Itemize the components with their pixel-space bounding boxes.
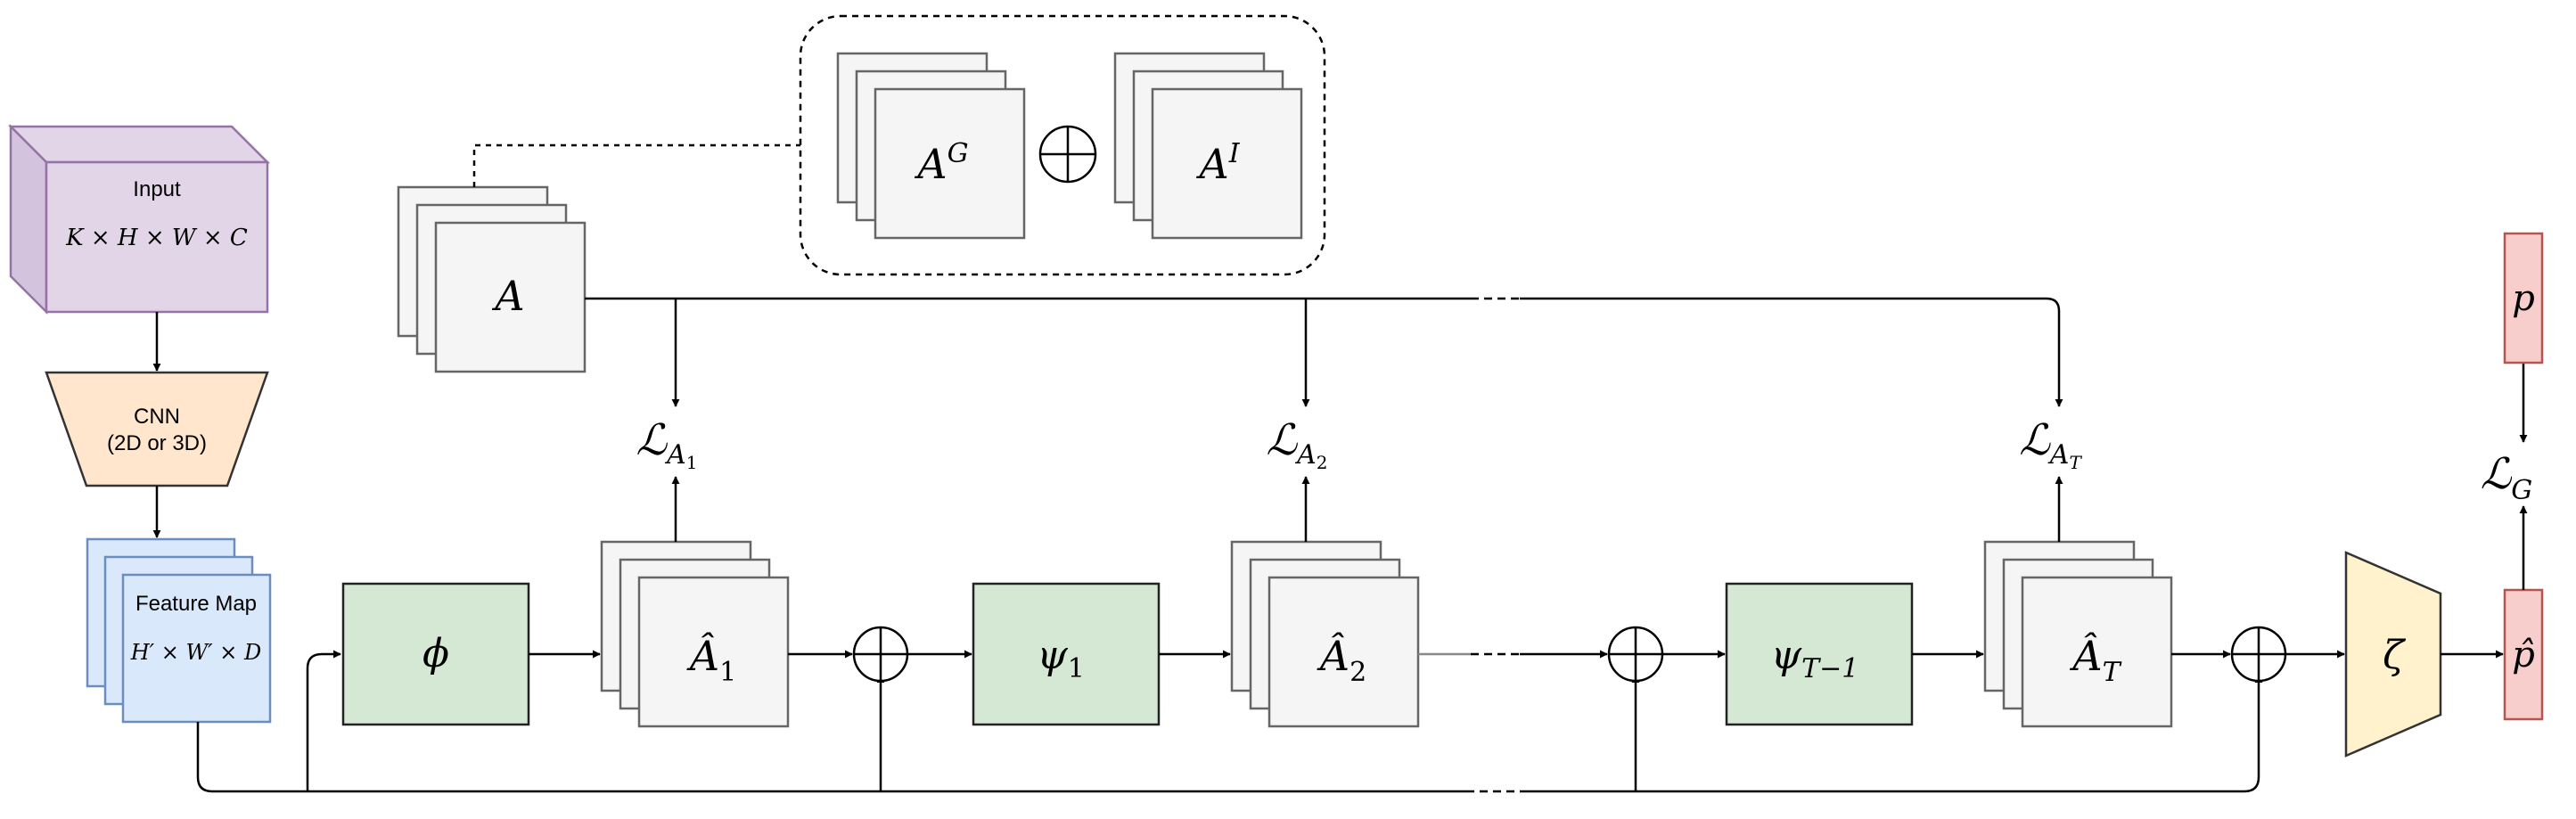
loss-a2-label: ℒ [1267,415,1299,465]
input-cube: Input K × H × W × C [7,123,271,315]
input-title: Input [133,177,181,201]
composition-box: AG AI [799,14,1326,276]
feature-map-dims: H′ × W′ × D [130,640,261,665]
cnn-label-line1: CNN [134,405,180,429]
svg-text:Â1: Â1 [686,631,736,688]
svg-text:ℒAT: ℒAT [2019,415,2082,473]
svg-text:ℒA1: ℒA1 [636,415,698,473]
psiT-label: ψ [1771,633,1802,678]
ag-label: A [914,140,947,188]
svg-text:ψ1: ψ1 [1037,633,1085,684]
p-label: p [2512,278,2535,319]
ai-label: A [1195,140,1228,188]
oplus-node [1038,125,1097,184]
loss-aT-subsub: T [2069,452,2082,473]
aT-stack: ÂT [1983,540,2173,728]
psi1-block: ψ1 [972,582,1161,726]
loss-aT-sub: A [2047,439,2070,471]
aT-label: Â [2069,631,2102,680]
loss-a1-sub: A [664,439,686,471]
loss-a2-sub: A [1294,439,1317,471]
a-stack: A [397,185,587,373]
a2-stack: Â2 [1230,540,1420,728]
psi1-label: ψ [1037,633,1068,678]
loss-g-sub: G [2511,475,2532,506]
svg-text:ψT−1: ψT−1 [1771,633,1859,684]
loss-a1-subsub: 1 [686,452,698,473]
phi-label: ϕ [422,631,449,676]
a2-label: Â [1317,631,1350,680]
loss-aT-label: ℒ [2019,415,2051,465]
p-box: p [2503,232,2544,364]
a1-sub: 1 [719,657,736,688]
aT-sub: T [2103,657,2122,688]
feature-map-title: Feature Map [135,592,257,616]
ag-sup: G [948,138,969,169]
psi1-sub: 1 [1068,653,1085,684]
ai-sup: I [1228,138,1241,169]
a1-stack: Â1 [600,540,790,728]
svg-text:ÂT: ÂT [2069,631,2121,688]
psiT-block: ψT−1 [1725,582,1914,726]
zeta-block: ζ [2344,551,2442,758]
zeta-label: ζ [2383,633,2407,678]
psiT-sub: T−1 [1801,653,1858,684]
a-distribution-line [585,297,2063,407]
p-hat-label: p̂ [2512,635,2535,676]
svg-text:ℒG: ℒG [2481,449,2533,506]
sum-node-2 [1607,626,1664,683]
sum-node-3 [2230,626,2287,683]
p-hat-box: p̂ [2503,588,2544,721]
a-label: A [491,272,524,320]
a1-label: Â [686,631,719,680]
phi-block: ϕ [341,582,530,726]
loss-a2-subsub: 2 [1317,452,1328,473]
cnn-block: CNN (2D or 3D) [45,371,269,487]
skip-connection [196,650,2263,793]
a2-sub: 2 [1350,657,1366,688]
svg-text:Â2: Â2 [1317,631,1366,688]
loss-a1-label: ℒ [636,415,669,465]
sum-node-1 [852,626,909,683]
input-dims: K × H × W × C [65,225,248,251]
svg-text:ℒA2: ℒA2 [1267,415,1328,473]
feature-map-stack: Feature Map H′ × W′ × D [86,537,272,724]
cnn-label-line2: (2D or 3D) [107,431,207,455]
svg-text:AG: AG [914,138,968,188]
loss-g-label: ℒ [2481,449,2513,499]
svg-text:AI: AI [1195,138,1240,188]
a-composition-link [472,143,800,187]
